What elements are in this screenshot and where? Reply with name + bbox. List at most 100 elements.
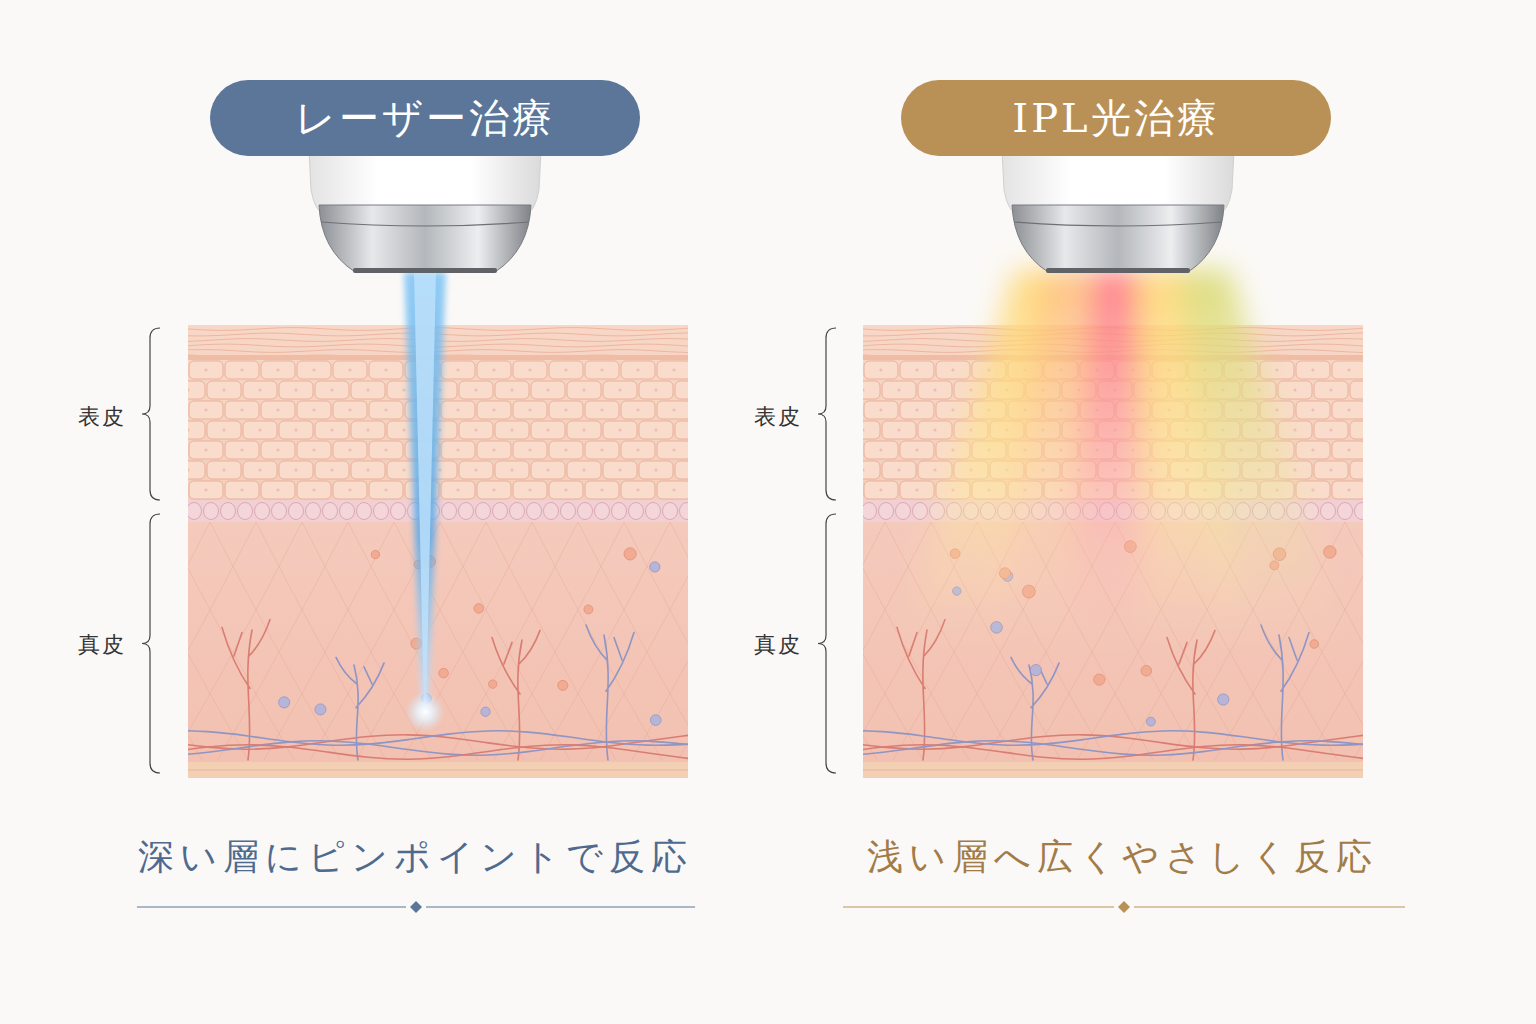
illustration-part [561, 503, 576, 520]
illustration-part [621, 361, 655, 379]
illustration-part [600, 448, 603, 451]
illustration-part [312, 408, 315, 411]
illustration-part [1260, 361, 1294, 379]
illustration-part [279, 461, 313, 479]
illustration-part [1329, 428, 1332, 431]
illustration-part [603, 421, 637, 439]
illustration-part [204, 448, 207, 451]
illustration-part [1218, 694, 1229, 705]
illustration-part [1321, 503, 1336, 520]
illustration-part [188, 461, 205, 479]
layer-bracket [142, 514, 160, 773]
illustration-part [863, 522, 877, 760]
illustration-part [879, 448, 882, 451]
illustration-part [369, 361, 403, 379]
illustration-part [207, 461, 241, 479]
illustration-part [629, 503, 644, 520]
layer-label: 表皮 [78, 404, 126, 429]
illustration-part [1347, 488, 1350, 491]
illustration-part [1332, 401, 1363, 419]
illustration-part [879, 488, 882, 491]
illustration-part [672, 448, 675, 451]
illustration-part [670, 522, 688, 760]
illustration-part [654, 428, 657, 431]
illustration-part [240, 368, 243, 371]
illustration-part [897, 388, 900, 391]
illustration-part [650, 715, 661, 726]
illustration-part [863, 522, 931, 760]
illustration-part [492, 368, 495, 371]
illustration-part [1030, 665, 1041, 676]
illustration-part [137, 906, 406, 907]
illustration-part [510, 468, 513, 471]
heading-text: レーザー治療 [295, 96, 555, 140]
illustration-part [351, 421, 385, 439]
illustration-part [188, 421, 205, 439]
illustration-part [1350, 421, 1363, 439]
illustration-part [1347, 408, 1350, 411]
illustration-part [261, 481, 295, 499]
illustration-part [951, 448, 954, 451]
illustration-part [474, 388, 477, 391]
illustration-part [456, 488, 459, 491]
illustration-part [294, 428, 297, 431]
illustration-part [225, 441, 259, 459]
illustration-part [279, 381, 313, 399]
illustration-part [567, 461, 601, 479]
illustration-part [188, 503, 202, 520]
illustration-part [438, 468, 441, 471]
illustration-part [276, 368, 279, 371]
illustration-part [863, 730, 1363, 745]
caption: 深い層にピンポイントで反応 [138, 836, 693, 877]
illustration-part [321, 222, 529, 226]
illustration-part [261, 441, 295, 459]
illustration-part [549, 441, 583, 459]
illustration-part [618, 468, 621, 471]
illustration-part [621, 401, 655, 419]
illustration-part [897, 428, 900, 431]
illustration-part [476, 503, 491, 520]
illustration-part [1278, 421, 1312, 439]
illustration-part [333, 481, 367, 499]
illustration-part [951, 368, 954, 371]
illustration-part [567, 421, 601, 439]
illustration-part [402, 468, 405, 471]
illustration-part [279, 421, 313, 439]
illustration-part [410, 901, 422, 913]
illustration-part [1311, 368, 1314, 371]
illustration-part [492, 408, 495, 411]
illustration-part [426, 906, 695, 907]
illustration-part [636, 368, 639, 371]
heading-pill: レーザー治療 [210, 80, 640, 156]
illustration-part [936, 401, 970, 419]
illustration-part [258, 428, 261, 431]
illustration-part [492, 448, 495, 451]
illustration-part [351, 461, 385, 479]
illustration-part [384, 408, 387, 411]
illustration-part [340, 503, 355, 520]
illustration-part [204, 488, 207, 491]
illustration-part [936, 361, 970, 379]
heading-text: IPL光治療 [1012, 96, 1219, 140]
illustration-part [374, 503, 389, 520]
layer-bracket [818, 328, 836, 500]
laser-beam [404, 272, 446, 732]
illustration-part [188, 388, 190, 391]
illustration-part [240, 448, 243, 451]
illustration-part [864, 481, 898, 499]
illustration-part [1350, 381, 1363, 399]
illustration-part [1012, 205, 1224, 272]
ipl-light [900, 270, 1340, 640]
illustration-part [513, 441, 547, 459]
illustration-part [675, 461, 688, 479]
illustration-part [384, 368, 387, 371]
illustration-part [528, 448, 531, 451]
handpiece [1002, 150, 1234, 273]
illustration-part [900, 361, 934, 379]
illustration-part [618, 388, 621, 391]
illustration-part [915, 408, 918, 411]
illustration-part [272, 503, 287, 520]
illustration-part [636, 488, 639, 491]
illustration-part [1141, 665, 1152, 676]
